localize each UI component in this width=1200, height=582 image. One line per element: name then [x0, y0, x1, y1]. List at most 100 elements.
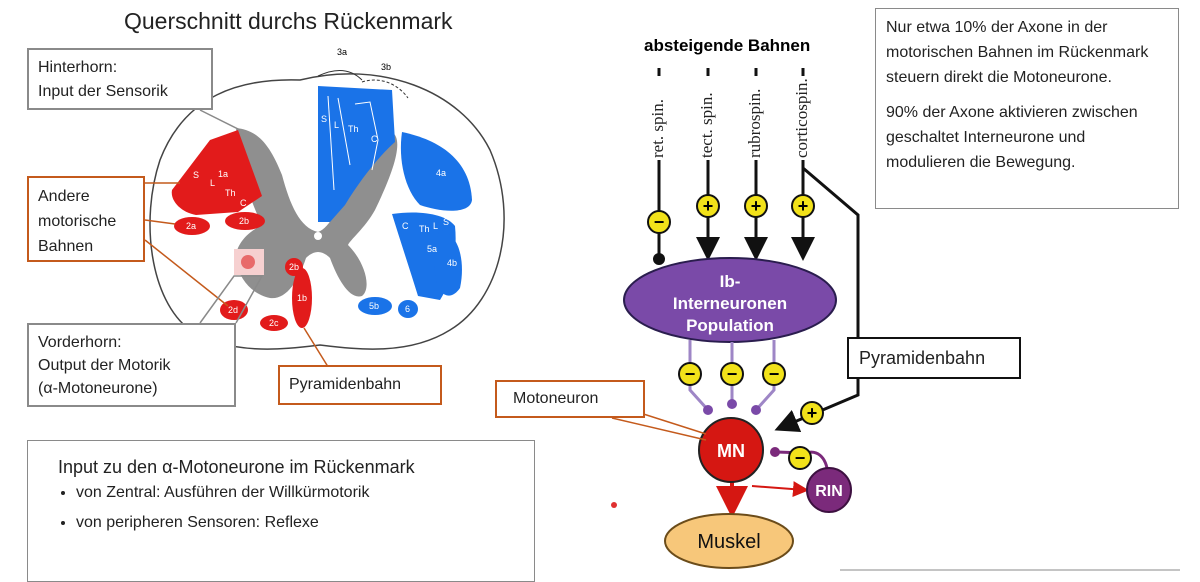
leader-andere-2 [144, 219, 176, 225]
callout-vorderhorn: Vorderhorn: Output der Motorik (α-Motone… [27, 323, 236, 407]
synapse-dot [703, 405, 713, 415]
blue-fiber-line [327, 95, 335, 191]
blue-label-Th2: Th [419, 224, 430, 234]
callout-vorderhorn-line1: Vorderhorn: [38, 334, 122, 351]
blue-fiber-line [337, 97, 351, 166]
plus-badge [791, 194, 815, 218]
callout-andere-bahnen: Andere motorische Bahnen [27, 176, 145, 262]
red-label-2d: 2d [228, 305, 238, 315]
label-3a: 3a [337, 47, 347, 57]
svg-text:+: + [751, 196, 762, 216]
blue-tract-4a [400, 132, 472, 211]
blue-dorsal-column [318, 86, 395, 222]
blue-fiber-line [354, 101, 379, 171]
blue-label-4a: 4a [436, 168, 446, 178]
blue-label-L: L [334, 120, 339, 130]
callout-andere-line2: motorische [38, 213, 117, 230]
page-title: Querschnitt durchs Rückenmark [124, 8, 453, 34]
plus-badge [696, 194, 720, 218]
muscle-label: Muskel [697, 531, 760, 553]
red-labels: S L 1a Th C 2a 2b 2b 1b 2c 2d [186, 169, 307, 328]
callout-pyramidenbahn-left: Pyramidenbahn [278, 365, 442, 405]
red-label-1a: 1a [218, 169, 228, 179]
red-label-Th: Th [225, 188, 236, 198]
leader-hinterhorn [199, 109, 241, 131]
callout-vorderhorn-line3: (α-Motoneurone) [38, 380, 158, 397]
info-list: von Zentral: Ausführen der Willkürmotori… [58, 484, 534, 532]
red-label-1b: 1b [297, 293, 307, 303]
bracket-3a [317, 70, 363, 81]
blue-label-4b: 4b [447, 258, 457, 268]
note-paragraph-2: 90% der Axone aktivieren zwischen gescha… [886, 104, 1138, 171]
callout-pyramidenbahn-right: Pyramidenbahn [847, 337, 1021, 379]
callout-hinterhorn-line2: Input der Sensorik [38, 83, 168, 100]
svg-text:−: − [795, 448, 806, 468]
callout-hinterhorn: Hinterhorn: Input der Sensorik [27, 48, 213, 110]
red-label-2c: 2c [269, 318, 279, 328]
blue-label-C: C [371, 134, 378, 144]
red-label-2b: 2b [239, 216, 249, 226]
rin-node [806, 467, 852, 513]
interneuron-label-1: Ib- [720, 272, 741, 291]
ib-interneuron-population [623, 257, 837, 343]
callout-pyramidenbahn-right-text: Pyramidenbahn [859, 348, 986, 368]
blue-label-Th: Th [348, 124, 359, 134]
red-label-2b-lower: 2b [289, 262, 299, 272]
red-tract-2a [174, 217, 210, 235]
red-label-S: S [193, 170, 199, 180]
central-canal [314, 232, 322, 240]
cord-outline [149, 73, 505, 350]
pathway-label-cortico: corticospin. [792, 78, 811, 158]
leader-vorderhorn [199, 275, 264, 324]
red-tract-1b [292, 268, 312, 328]
callout-andere-line1: Andere [38, 188, 90, 205]
pathway-label-tect: tect. spin. [697, 92, 716, 158]
blue-label-S: S [321, 114, 327, 124]
note-paragraph-1: Nur etwa 10% der Axone in der motorische… [886, 19, 1149, 86]
note-box: Nur etwa 10% der Axone in der motorische… [875, 8, 1179, 209]
callout-pyramidenbahn-left-text: Pyramidenbahn [289, 376, 402, 393]
blue-label-C2: C [402, 221, 409, 231]
blue-label-6: 6 [405, 304, 410, 314]
bracket-3b [361, 79, 409, 99]
alpha-motoneuron-marker [241, 255, 255, 269]
blue-labels: S L Th C 4a C Th L S 5a 4b 5b 6 [321, 114, 457, 314]
rin-minus-badge [788, 446, 812, 470]
info-bullet: von peripheren Sensoren: Reflexe [76, 514, 534, 532]
descending-heading: absteigende Bahnen [644, 36, 810, 55]
pathway-label-rubro: rubrospin. [745, 88, 764, 158]
pathway-label-ret: ret. spin. [648, 98, 667, 158]
red-tract-2c [260, 315, 288, 331]
label-3b: 3b [381, 62, 391, 72]
blue-tract-4b [433, 230, 462, 296]
svg-text:+: + [807, 403, 818, 423]
pathway-badges: − + + + [647, 194, 815, 234]
blue-label-5a: 5a [427, 244, 437, 254]
leader-andere-3 [144, 239, 229, 307]
callout-hinterhorn-line1: Hinterhorn: [38, 59, 118, 76]
red-lateral-tract [171, 130, 262, 215]
red-label-2a: 2a [186, 221, 196, 231]
pathway-ret-terminal [653, 253, 665, 265]
blue-label-S2: S [443, 217, 449, 227]
svg-text:−: − [769, 364, 780, 384]
svg-text:−: − [654, 212, 665, 232]
interneuron-minus-badges: − − − [678, 362, 786, 386]
minus-badge [647, 210, 671, 234]
callout-andere-line3: Bahnen [38, 238, 94, 255]
interneuron-label-3: Population [686, 316, 774, 335]
blue-tract-5b [358, 297, 392, 315]
red-label-L: L [210, 178, 215, 188]
plus-badge [744, 194, 768, 218]
red-label-C: C [240, 198, 247, 208]
info-bullet: von Zentral: Ausführen der Willkürmotori… [76, 484, 534, 502]
leader-pyramidenbahn [303, 327, 331, 371]
blue-label-L2: L [433, 221, 438, 231]
synapse-dot [727, 399, 737, 409]
callout-motoneuron: Motoneuron [495, 380, 645, 418]
rin-label: RIN [815, 483, 843, 500]
svg-text:−: − [685, 364, 696, 384]
callout-motoneuron-text: Motoneuron [513, 390, 599, 407]
muscle-node [664, 513, 794, 569]
